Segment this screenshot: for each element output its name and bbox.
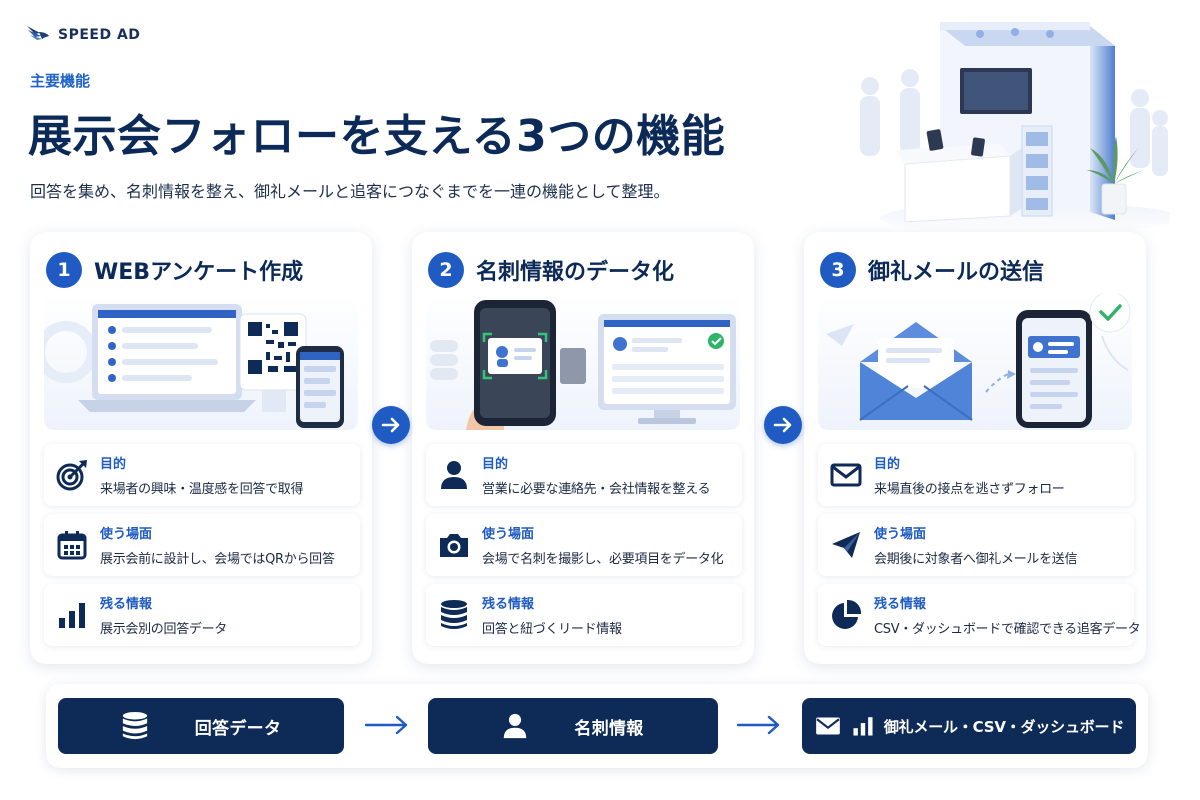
data-flow-summary: 回答データ 名刺情報 御礼メール・CSV・ダッシュボード xyxy=(46,684,1148,768)
row-value: 展示会別の回答データ xyxy=(100,622,228,637)
row-value: 来場者の興味・温度感を回答で取得 xyxy=(100,482,304,497)
row-label: 使う場面 xyxy=(100,527,153,542)
feature-card-thank-you-mail: 3 御礼メールの送信 xyxy=(804,232,1146,664)
arrow-right-icon xyxy=(364,715,408,735)
summary-pill-mail-csv-dashboard: 御礼メール・CSV・ダッシュボード xyxy=(802,698,1136,754)
exhibition-booth-illustration xyxy=(860,22,1170,233)
row-value: 回答と紐づくリード情報 xyxy=(482,622,622,637)
bird-logo-icon xyxy=(27,26,49,40)
info-row-remaining-info: 残る情報 回答と紐づくリード情報 xyxy=(426,584,742,646)
pie-chart-icon xyxy=(832,599,862,629)
row-label: 残る情報 xyxy=(874,597,927,612)
info-row-usage-scene: 使う場面 展示会前に設計し、会場ではQRから回答 xyxy=(44,514,360,576)
row-value: 展示会前に設計し、会場ではQRから回答 xyxy=(100,552,335,567)
row-label: 残る情報 xyxy=(100,597,153,612)
summary-label: 名刺情報 xyxy=(574,718,644,739)
info-row-purpose: 目的 来場直後の接点を逃さずフォロー xyxy=(818,444,1134,506)
info-row-remaining-info: 残る情報 CSV・ダッシュボードで確認できる追客データ xyxy=(818,584,1141,646)
section-eyebrow: 主要機能 xyxy=(30,72,91,90)
arrow-right-icon xyxy=(381,417,400,433)
flow-arrow-1-to-2 xyxy=(372,406,410,444)
mail-send-illustration xyxy=(818,294,1132,430)
row-value: 来場直後の接点を逃さずフォロー xyxy=(874,482,1065,497)
step-number-badge: 3 xyxy=(820,252,856,288)
page-title: 展示会フォローを支える3つの機能 xyxy=(28,111,726,162)
page-lead: 回答を集め、名刺情報を整え、御礼メールと追客につなぐまでを一連の機能として整理。 xyxy=(30,182,670,201)
database-icon xyxy=(122,712,147,740)
bar-chart-icon xyxy=(59,603,85,628)
feature-card-business-card-data: 2 名刺情報のデータ化 xyxy=(412,232,754,664)
feature-card-web-survey: 1 WEBアンケート作成 xyxy=(30,232,372,664)
target-icon xyxy=(56,460,87,491)
person-icon xyxy=(504,713,527,739)
row-label: 目的 xyxy=(874,457,901,472)
row-value: CSV・ダッシュボードで確認できる追客データ xyxy=(874,622,1141,637)
summary-label: 回答データ xyxy=(194,718,282,739)
arrow-right-icon xyxy=(773,417,792,433)
paper-plane-icon xyxy=(832,532,860,558)
person-icon xyxy=(441,461,467,489)
row-label: 目的 xyxy=(100,457,127,472)
brand-name: SPEED AD xyxy=(58,27,141,43)
info-row-usage-scene: 使う場面 会期後に対象者へ御礼メールを送信 xyxy=(818,514,1134,576)
survey-devices-illustration xyxy=(44,294,358,430)
row-value: 会場で名刺を撮影し、必要項目をデータ化 xyxy=(482,552,724,567)
row-label: 使う場面 xyxy=(874,527,927,542)
summary-pill-answer-data: 回答データ xyxy=(58,698,344,754)
info-row-purpose: 目的 来場者の興味・温度感を回答で取得 xyxy=(44,444,360,506)
row-label: 残る情報 xyxy=(482,597,535,612)
step-number-badge: 1 xyxy=(46,252,82,288)
row-value: 会期後に対象者へ御礼メールを送信 xyxy=(874,552,1078,567)
card-title: WEBアンケート作成 xyxy=(94,260,304,285)
bar-chart-icon xyxy=(853,717,873,736)
card-title: 御礼メールの送信 xyxy=(868,260,1045,285)
info-row-remaining-info: 残る情報 展示会別の回答データ xyxy=(44,584,360,646)
info-row-usage-scene: 使う場面 会場で名刺を撮影し、必要項目をデータ化 xyxy=(426,514,742,576)
summary-pill-business-card-info: 名刺情報 xyxy=(428,698,718,754)
arrow-right-icon xyxy=(736,715,780,735)
summary-label: 御礼メール・CSV・ダッシュボード xyxy=(883,717,1125,736)
envelope-icon xyxy=(830,463,862,487)
card-title: 名刺情報のデータ化 xyxy=(476,260,675,285)
card-scan-illustration xyxy=(426,294,740,430)
row-label: 目的 xyxy=(482,457,509,472)
brand-logo: SPEED AD xyxy=(26,24,140,46)
row-label: 使う場面 xyxy=(482,527,535,542)
step-number-badge: 2 xyxy=(428,252,464,288)
flow-arrow-2-to-3 xyxy=(764,406,802,444)
camera-icon xyxy=(440,534,468,557)
database-icon xyxy=(441,600,467,629)
info-row-purpose: 目的 営業に必要な連絡先・会社情報を整える xyxy=(426,444,742,506)
envelope-icon xyxy=(815,717,840,735)
calendar-icon xyxy=(57,531,87,560)
row-value: 営業に必要な連絡先・会社情報を整える xyxy=(482,482,711,497)
